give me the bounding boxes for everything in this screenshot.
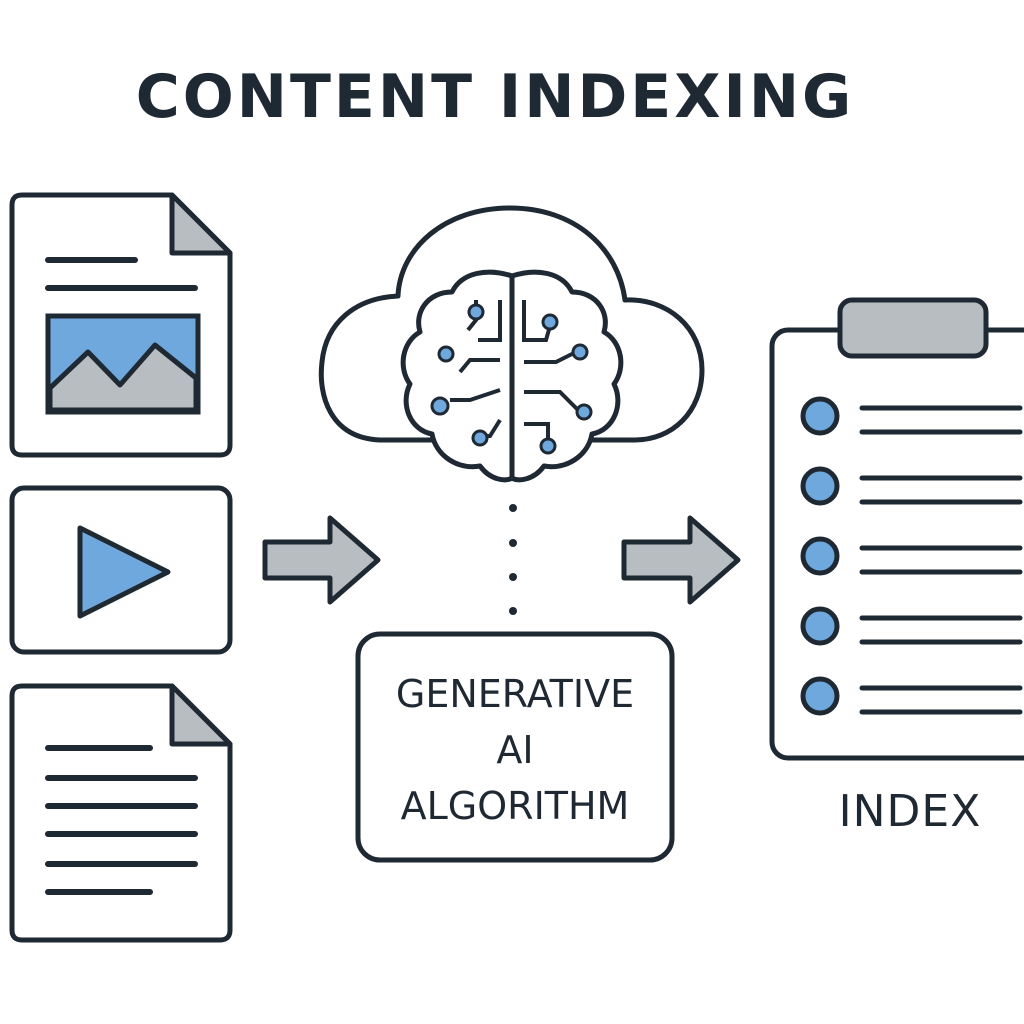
- index-entry: [800, 606, 1023, 646]
- image-document-icon: [9, 192, 233, 458]
- index-bullet-icon: [800, 676, 840, 716]
- brain-icon: [400, 269, 624, 483]
- arrow-right-icon: [621, 515, 741, 605]
- text-document-icon: [9, 683, 233, 943]
- video-play-icon: [9, 485, 233, 655]
- index-bullet-icon: [800, 396, 840, 436]
- algorithm-label: GENERATIVE AI ALGORITHM: [358, 666, 672, 834]
- clipboard-clip: [837, 297, 989, 359]
- algorithm-label-line1: GENERATIVE: [395, 672, 635, 716]
- index-entry: [800, 466, 1023, 506]
- clipboard-index-icon: [769, 297, 1024, 761]
- index-entry: [800, 676, 1023, 716]
- landscape-image-icon: [45, 313, 201, 415]
- index-entry: [800, 396, 1023, 436]
- dotted-connector: [509, 504, 517, 615]
- index-bullet-icon: [800, 466, 840, 506]
- algorithm-label-line2: AI: [496, 728, 534, 772]
- index-bullet-icon: [800, 606, 840, 646]
- algorithm-label-line3: ALGORITHM: [400, 784, 630, 828]
- index-entry: [800, 536, 1023, 576]
- index-label: INDEX: [838, 786, 982, 837]
- index-entries: [800, 396, 1023, 716]
- index-bullet-icon: [800, 536, 840, 576]
- algorithm-box: [355, 631, 675, 863]
- arrow-right-icon: [262, 515, 381, 605]
- diagram-title: CONTENT INDEXING: [135, 62, 855, 132]
- cloud-brain-icon: [318, 205, 705, 483]
